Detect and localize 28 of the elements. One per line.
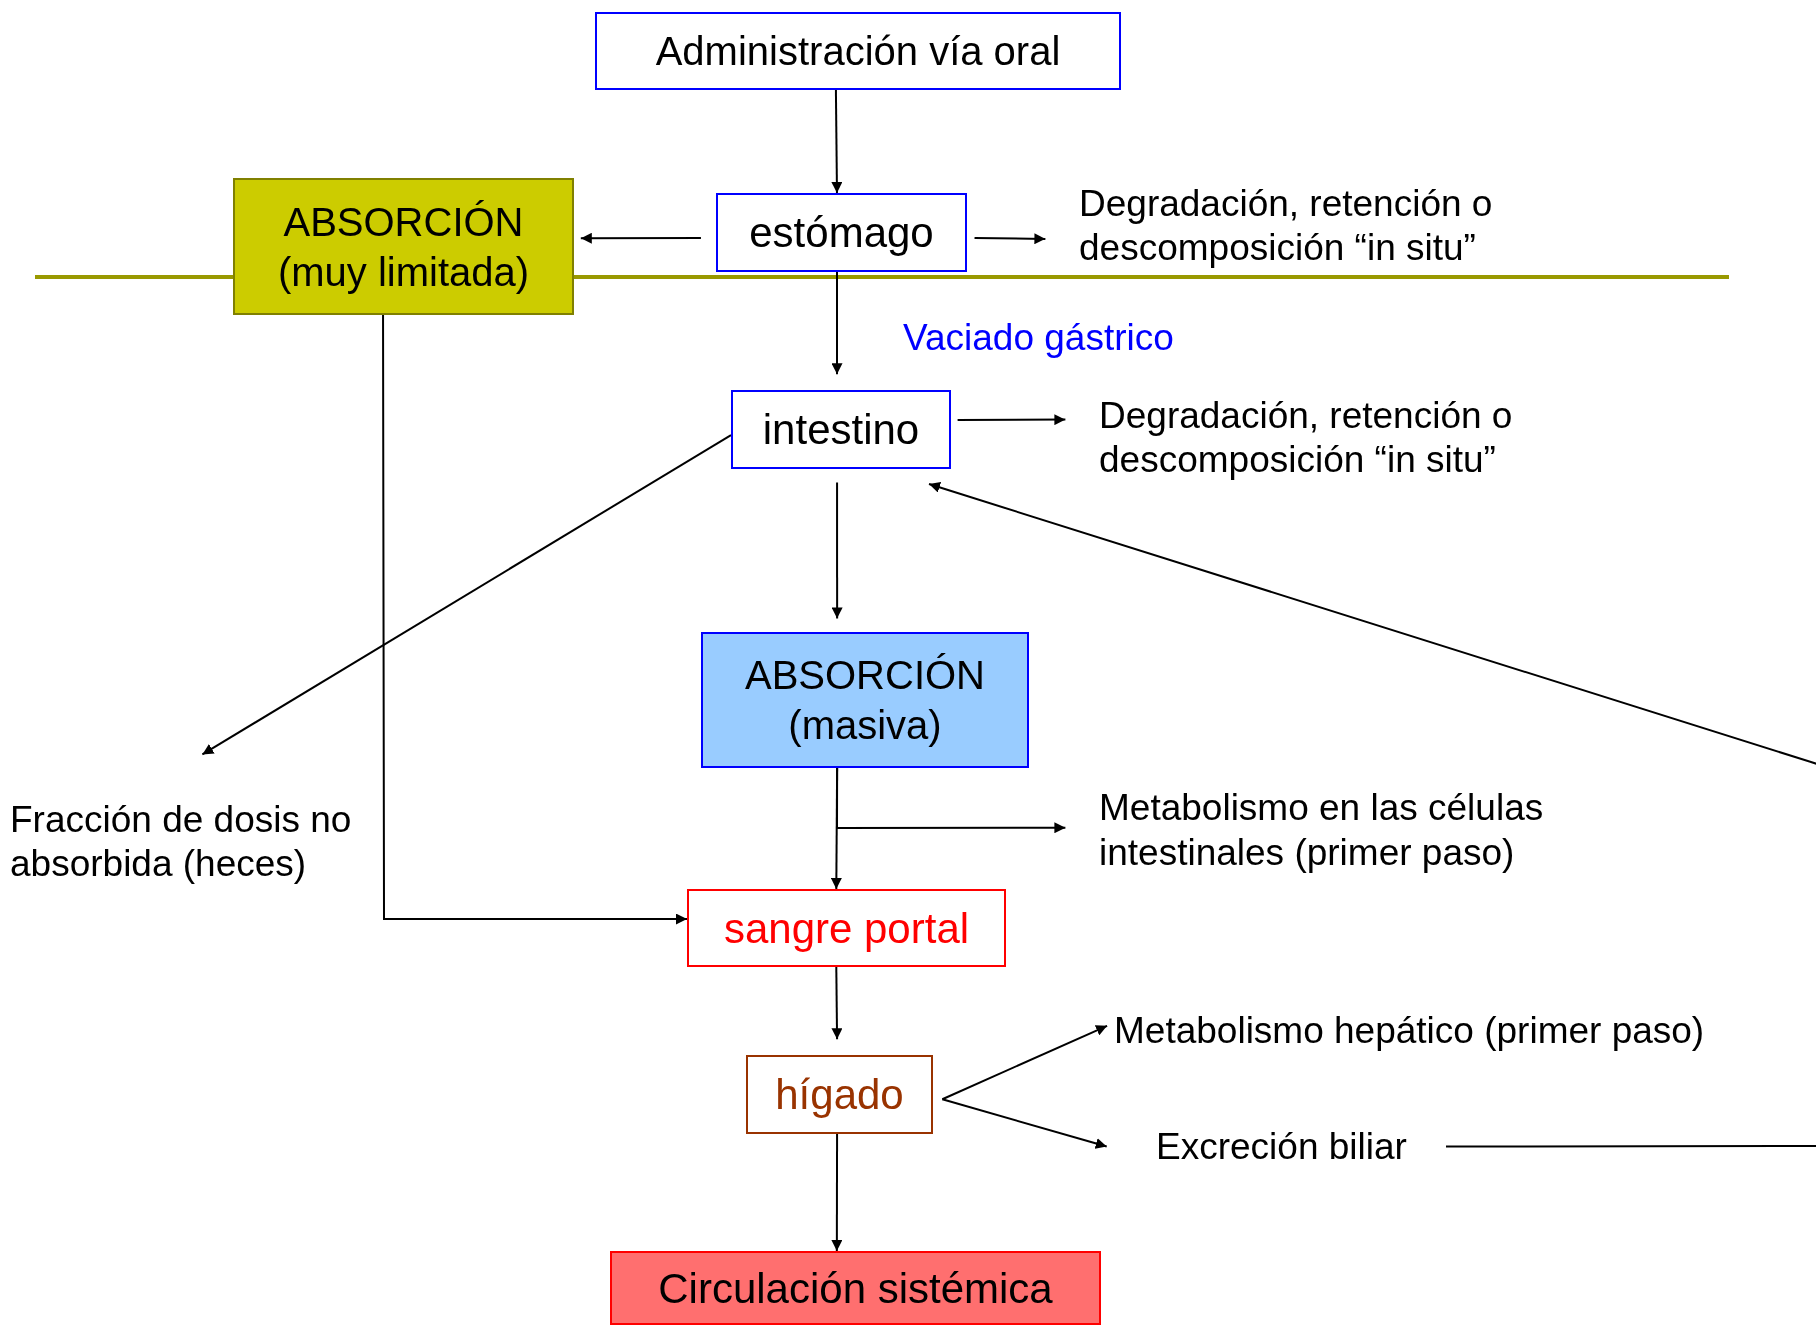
outcome-text: Metabolismo en las células intestinales (primer paso)	[1099, 784, 1659, 877]
process-box: estómago	[716, 193, 967, 272]
process-box: intestino	[731, 390, 951, 469]
arrow	[941, 1024, 1109, 1101]
outcome-text: Degradación, retención o descomposición “in situ”	[1099, 392, 1659, 484]
arrow	[928, 482, 1816, 1148]
result-box: Circulación sistémica	[610, 1251, 1101, 1325]
arrow	[973, 233, 1047, 245]
process-box: Administración vía oral	[595, 12, 1121, 90]
arrow	[831, 1133, 843, 1252]
arrow	[201, 434, 732, 756]
process-box: sangre portal	[687, 889, 1006, 967]
arrow	[831, 89, 843, 194]
arrow	[579, 232, 702, 244]
arrow	[831, 271, 843, 376]
arrow	[956, 414, 1067, 426]
arrow	[836, 767, 1067, 834]
arrow	[382, 314, 688, 925]
absorption-box: ABSORCIÓN (muy limitada)	[233, 178, 574, 315]
process-box: hígado	[746, 1055, 933, 1134]
outcome-text: Fracción de dosis no absorbida (heces)	[10, 769, 380, 915]
arrow	[941, 1098, 1108, 1149]
absorption-box: ABSORCIÓN (masiva)	[701, 632, 1029, 768]
outcome-text: Excreción biliar	[1156, 1123, 1446, 1170]
outcome-text: Degradación, retención o descomposición “in situ”	[1079, 180, 1639, 272]
outcome-text: Metabolismo hepático (primer paso)	[1114, 1007, 1804, 1054]
arrow	[831, 966, 843, 1041]
arrow	[831, 481, 843, 620]
